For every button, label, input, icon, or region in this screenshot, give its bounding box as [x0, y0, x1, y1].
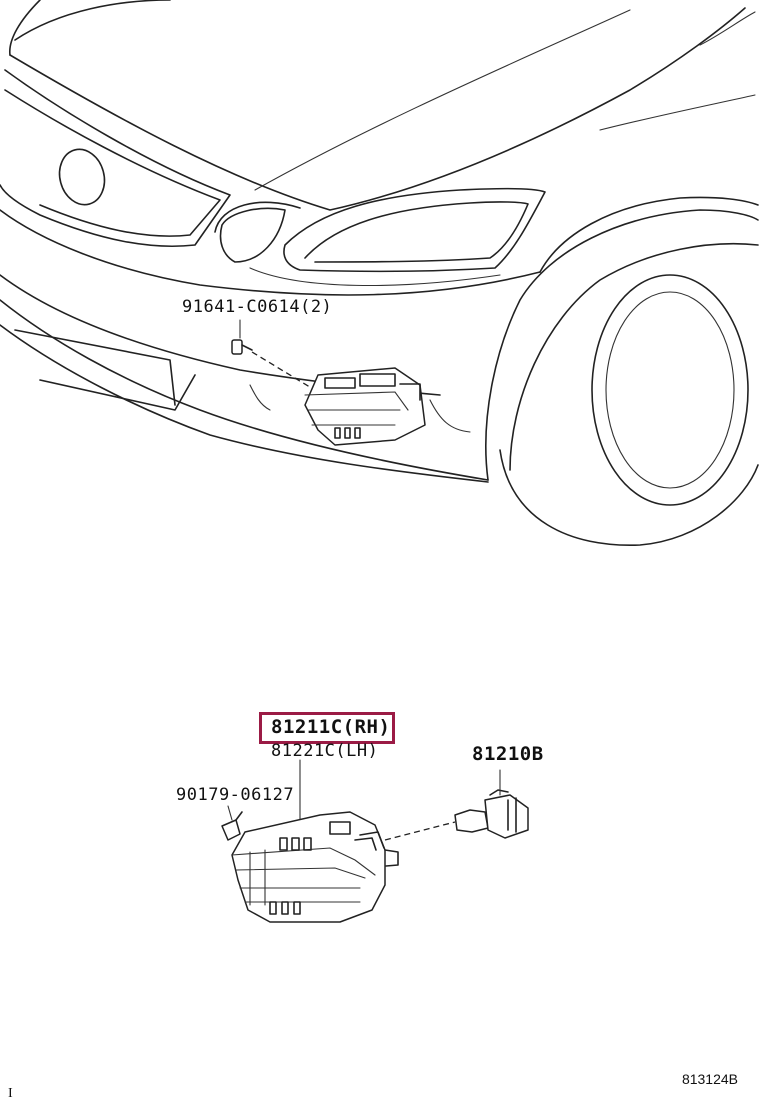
- clip-icon[interactable]: [221, 811, 243, 841]
- screw-icon[interactable]: [231, 339, 253, 355]
- installed-fog-lamp: [304, 367, 426, 446]
- lamp-lh-part-label[interactable]: 81221C(LH): [271, 741, 379, 761]
- bulb-icon[interactable]: [454, 769, 529, 839]
- fog-lamp-icon[interactable]: [231, 811, 399, 923]
- corner-mark: I: [8, 1086, 13, 1101]
- bulb-part-label[interactable]: 81210B: [472, 743, 544, 765]
- exploded-fog-lamp-assembly: [221, 759, 529, 923]
- emblem: [58, 148, 106, 206]
- screw-part-label[interactable]: 91641-C0614(2): [182, 297, 333, 317]
- figure-number: 813124B: [681, 1071, 738, 1087]
- clip-part-label[interactable]: 90179-06127: [176, 785, 295, 805]
- vehicle-front-illustration: [0, 0, 759, 546]
- lamp-rh-part-label[interactable]: 81211C(RH): [271, 716, 391, 738]
- highlight-box: [259, 712, 395, 744]
